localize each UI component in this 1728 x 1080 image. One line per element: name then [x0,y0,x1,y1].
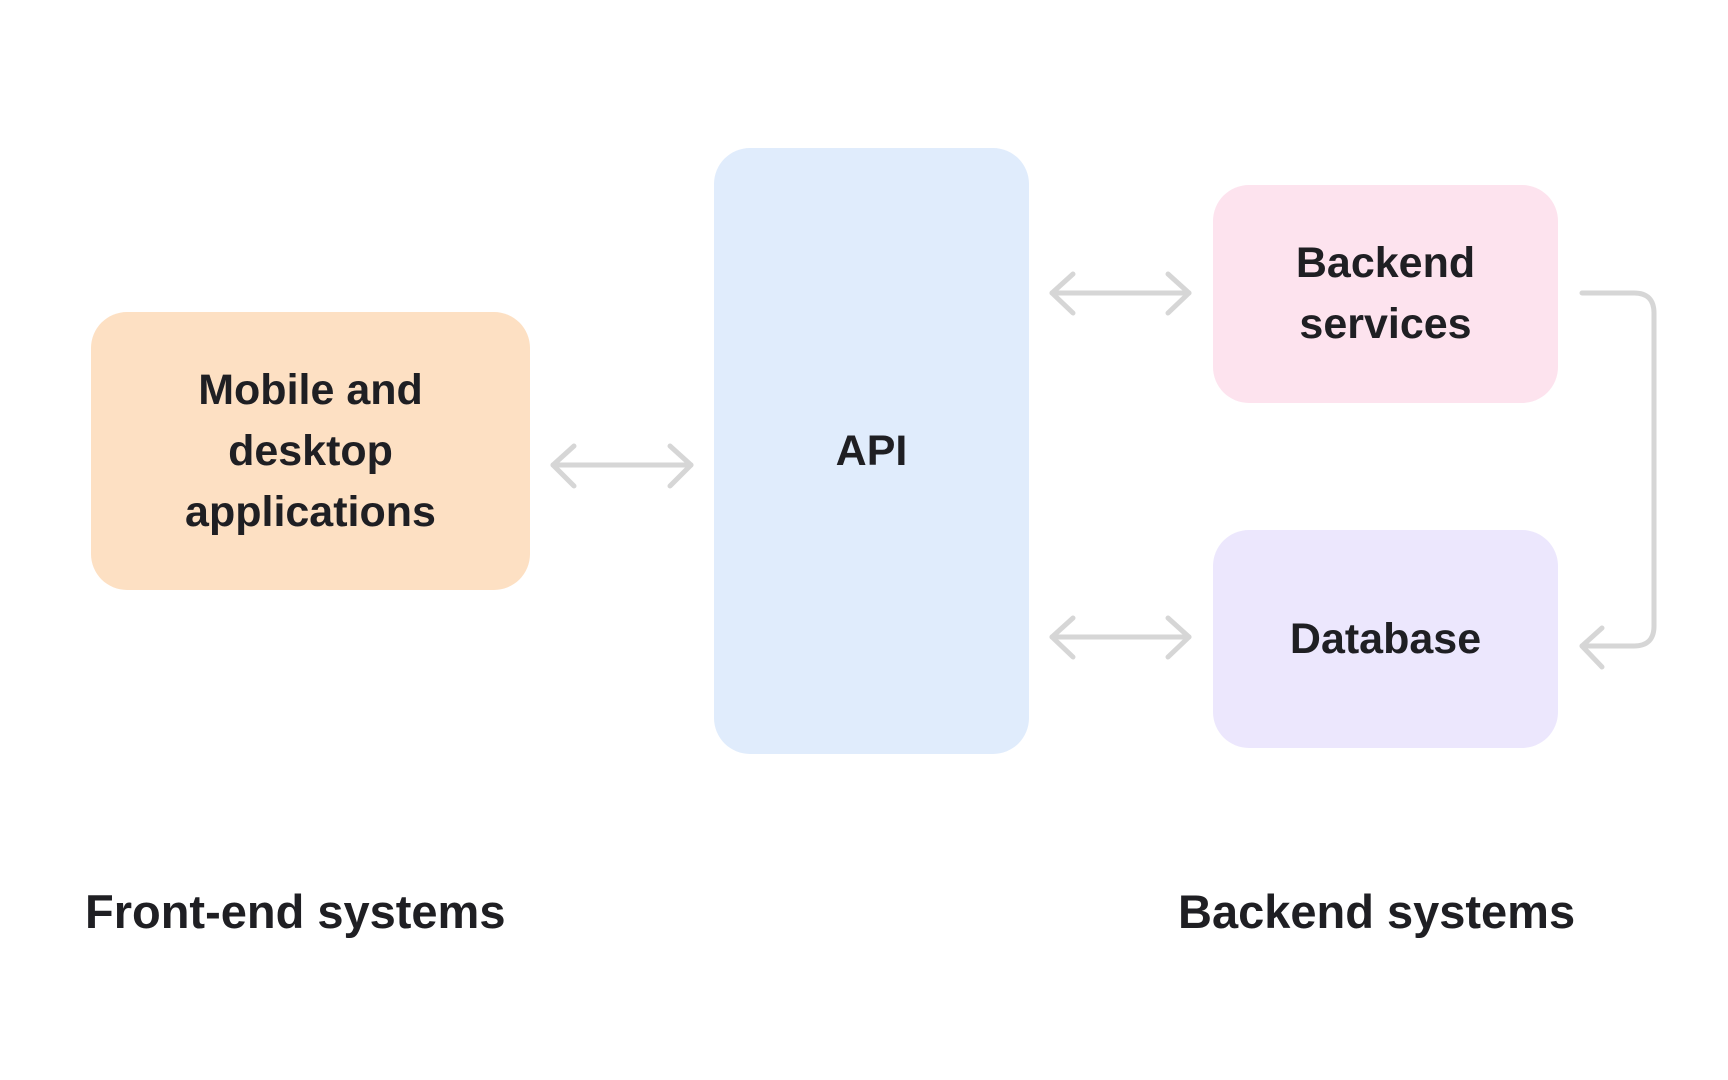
connector-api-database [1049,615,1192,660]
frontend-applications-node: Mobile and desktop applications [91,312,530,590]
frontend-applications-label: Mobile and desktop applications [185,365,436,536]
frontend-systems-title: Front-end systems [85,885,506,938]
backend-systems-title: Backend systems [1178,885,1576,938]
backend-services-label: Backend services [1295,239,1476,348]
connector-frontend-api [550,443,694,489]
backend-services-node: Backend services [1213,185,1558,403]
connector-api-backend-services [1049,271,1192,316]
database-label: Database [1289,614,1482,663]
api-node: API [714,148,1029,754]
api-label: API [835,426,908,475]
database-node: Database [1213,530,1558,748]
connector-backend-services-database [1579,290,1657,670]
